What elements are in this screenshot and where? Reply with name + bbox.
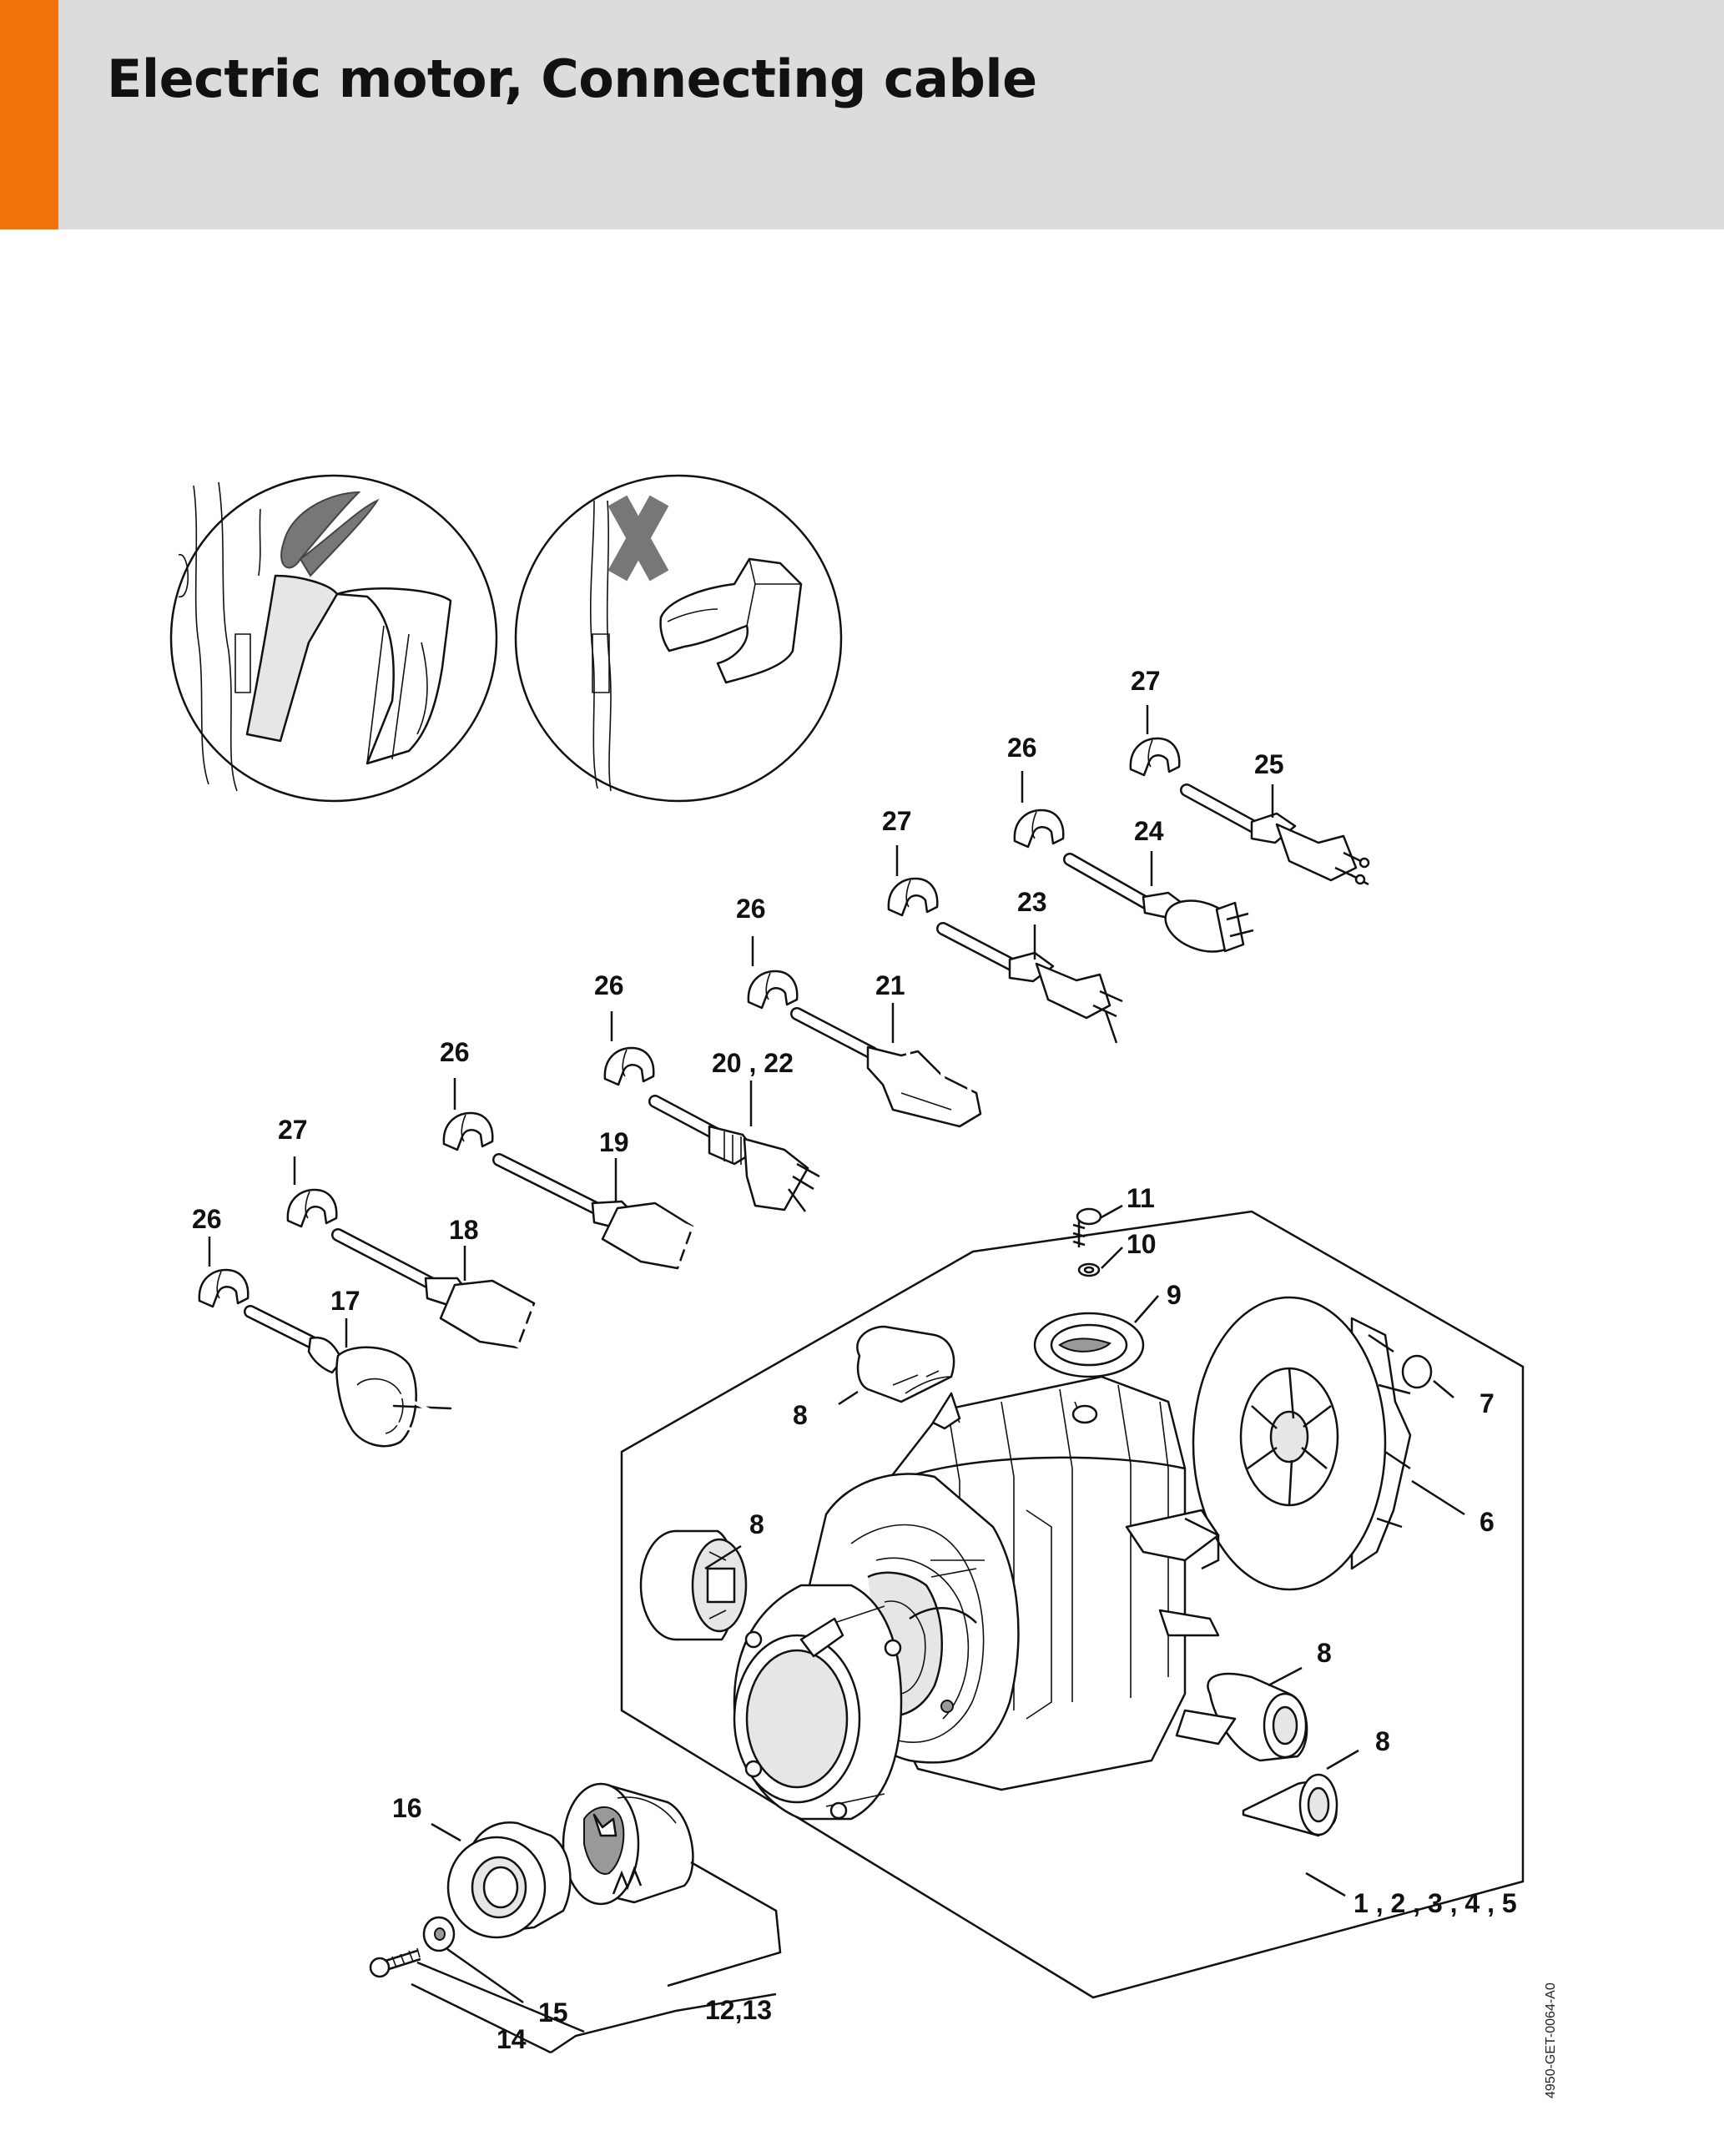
- part-8-right-upper: [1207, 1672, 1308, 1762]
- callout-27: 27: [278, 1115, 308, 1145]
- plug-cable-17: [244, 1305, 452, 1448]
- page-header: Electric motor, Connecting cable: [0, 0, 1724, 229]
- screw-14: [369, 1947, 421, 1978]
- callout-23: 23: [1017, 887, 1047, 917]
- callout-15: 15: [538, 1997, 568, 2028]
- callout-8: 8: [749, 1509, 764, 1539]
- callout-18: 18: [449, 1215, 479, 1245]
- motor-assembly-frame: [620, 1210, 1525, 1999]
- cross-mark-icon: cross-mark-icon: [0, 0, 7, 1]
- inset-correct-mounting: check-mark-icon: [0, 0, 498, 803]
- callout-8: 8: [1375, 1726, 1390, 1756]
- callout-27: 27: [882, 806, 912, 836]
- callout-26: 26: [192, 1204, 222, 1234]
- callout-16: 16: [392, 1793, 422, 1823]
- plug-cable-19: [492, 1153, 717, 1273]
- plug-cable-23: [936, 922, 1123, 1044]
- callout-20-22: 20 , 22: [712, 1048, 794, 1078]
- callout-labels: 27 26 27 26 26 26 27 26 25 24 23 21 20 ,…: [192, 666, 1517, 2054]
- callout-27: 27: [1131, 666, 1161, 696]
- callout-26: 26: [594, 970, 624, 1000]
- cover-12-13: [562, 1782, 694, 1906]
- callout-10: 10: [1127, 1229, 1157, 1259]
- callout-25: 25: [1254, 749, 1284, 779]
- plug-cable-21: [790, 1007, 982, 1128]
- circlip-7: [1401, 1354, 1433, 1389]
- callout-26: 26: [736, 894, 766, 924]
- plug-cable-18: [331, 1228, 571, 1365]
- callout-11: 11: [1127, 1183, 1155, 1213]
- part-8-top: [856, 1325, 955, 1403]
- accent-bar: [0, 0, 58, 229]
- plug-cable-20-22: [648, 1095, 820, 1212]
- washer-10: [1077, 1262, 1101, 1277]
- washer-15: [422, 1916, 456, 1952]
- callout-24: 24: [1134, 816, 1164, 846]
- callout-12-13: 12,13: [705, 1995, 772, 2025]
- leader-lines: [208, 705, 1465, 2054]
- callout-8: 8: [1317, 1638, 1332, 1668]
- callout-26: 26: [440, 1037, 470, 1067]
- part-8-right-lower: [1242, 1773, 1338, 1837]
- washer-16: [446, 1821, 572, 1939]
- callout-6: 6: [1480, 1507, 1495, 1537]
- page-title: Electric motor, Connecting cable: [107, 48, 1037, 109]
- plug-cable-25: [1180, 783, 1370, 886]
- grommet-9: [1033, 1312, 1145, 1378]
- callout-19: 19: [599, 1127, 629, 1157]
- inset-incorrect-mounting: cross-mark-icon: [0, 0, 843, 803]
- callout-8: 8: [793, 1400, 808, 1430]
- callout-21: 21: [875, 970, 905, 1000]
- fan-6: [1192, 1296, 1412, 1591]
- callout-7: 7: [1480, 1388, 1495, 1418]
- callout-26: 26: [1007, 733, 1037, 763]
- callout-9: 9: [1167, 1280, 1182, 1310]
- check-mark-icon: check-mark-icon: [0, 0, 7, 1]
- callout-1-5: 1 , 2 , 3 , 4 , 5: [1353, 1888, 1517, 1918]
- motor-body: [733, 1375, 1237, 1821]
- reference-code: 4950-GET-0064-A0: [1544, 1982, 1558, 2098]
- screw-11: [1072, 1207, 1102, 1247]
- part-8-left: [639, 1529, 748, 1641]
- cable-clips: [198, 737, 1181, 1308]
- callout-17: 17: [330, 1286, 360, 1316]
- plug-cable-24: [1063, 853, 1254, 953]
- callout-14: 14: [497, 2024, 527, 2054]
